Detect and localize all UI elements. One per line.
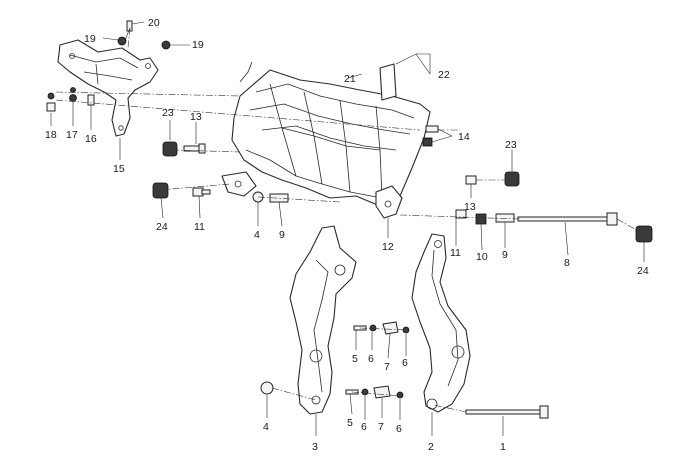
callout-5-lower: 5 (347, 417, 353, 429)
washer-17-top (70, 87, 76, 93)
clip-7-upper (382, 321, 399, 335)
nut-12 (455, 209, 467, 219)
callout-numbers: 1 2 3 4 4 5 5 6 6 6 6 7 7 8 9 9 10 11 11… (45, 17, 649, 453)
callout-17: 17 (66, 129, 78, 141)
assembly-lines (55, 27, 641, 413)
callout-9-left: 9 (279, 229, 285, 241)
callout-11-right: 11 (450, 247, 461, 259)
bolt-13-left (183, 143, 206, 154)
nut-18 (46, 102, 56, 112)
callout-6-upper-a: 6 (368, 353, 374, 365)
callout-24-right: 24 (637, 265, 649, 277)
callout-5-upper: 5 (352, 353, 358, 365)
callout-23-left: 23 (162, 107, 174, 119)
callout-12: 12 (382, 241, 394, 253)
callout-21: 21 (344, 73, 356, 85)
rubber-mount-24-right (635, 225, 653, 243)
axle-8 (517, 212, 618, 226)
nut-19-right (161, 40, 171, 50)
callout-20: 20 (148, 17, 160, 29)
leader-lines (50, 21, 645, 436)
bolt-14-upper (425, 125, 439, 133)
callout-1: 1 (500, 441, 506, 453)
bushing-16 (87, 94, 95, 106)
callout-7-lower: 7 (378, 421, 384, 433)
clip-7-lower (373, 385, 391, 399)
nut-18-top (47, 92, 55, 100)
callout-6-upper-b: 6 (402, 357, 408, 369)
callout-24-left: 24 (156, 221, 168, 233)
pivot-shaft-1 (465, 405, 549, 419)
washer-6-lower-b (396, 391, 404, 399)
callout-19-right: 19 (192, 39, 204, 51)
callout-2: 2 (428, 441, 434, 453)
rubber-mount-23-right (504, 171, 520, 187)
right-side-plate (411, 233, 471, 413)
callout-8: 8 (564, 257, 570, 269)
callout-13-right: 13 (464, 201, 476, 213)
callout-13-left: 13 (190, 111, 202, 123)
bolt-11-left (192, 187, 211, 197)
callout-22: 22 (438, 69, 450, 81)
callout-14: 14 (458, 131, 470, 143)
main-trellis-frame (221, 61, 431, 219)
callout-6-lower-a: 6 (361, 421, 367, 433)
bolt-13-right (465, 175, 477, 185)
callout-4-upper: 4 (254, 229, 260, 241)
washer-6-lower-a (361, 388, 369, 396)
nut-4-lower (260, 381, 274, 395)
front-subframe-bracket (57, 39, 159, 137)
callout-4-lower: 4 (263, 421, 269, 433)
callout-23-right: 23 (505, 139, 517, 151)
nut-14-lower (422, 137, 433, 147)
rubber-mount-23-left (162, 141, 178, 157)
left-side-plate (289, 225, 357, 415)
washer-6-upper-a (369, 324, 377, 332)
callout-18: 18 (45, 129, 57, 141)
callout-11-left: 11 (194, 221, 205, 233)
callout-16: 16 (85, 133, 97, 145)
callout-9-right: 9 (502, 249, 508, 261)
nut-10 (475, 213, 487, 225)
callout-10: 10 (476, 251, 488, 263)
nut-19-left (117, 36, 127, 46)
callout-3: 3 (312, 441, 318, 453)
spacer-9-right (495, 213, 515, 223)
washer-17 (69, 94, 77, 102)
rubber-mount-24-left (152, 182, 169, 199)
callout-19-left: 19 (84, 33, 96, 45)
bracket-21 (379, 63, 397, 101)
callout-7-upper: 7 (384, 361, 390, 373)
callout-15: 15 (113, 163, 125, 175)
callout-6-lower-b: 6 (396, 423, 402, 435)
